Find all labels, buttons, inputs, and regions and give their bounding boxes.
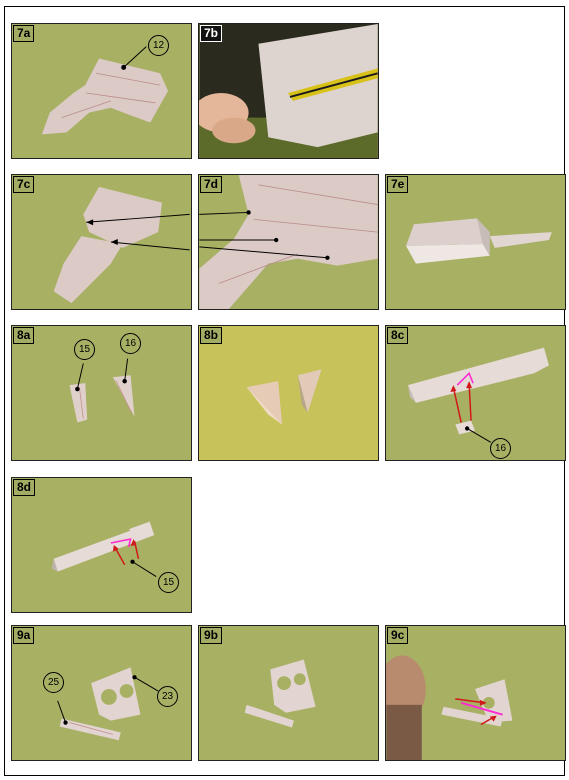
step-8d-photo: 8d 15: [11, 477, 192, 613]
part-number-callout: 16: [490, 438, 511, 459]
step-label: 9c: [387, 627, 409, 644]
step-label: 8b: [200, 327, 223, 344]
step-label: 7d: [200, 176, 223, 193]
part-number-callout: 15: [74, 339, 95, 360]
gluing-parts-23-25-illustration: [386, 626, 565, 760]
step-label: 7e: [387, 176, 409, 193]
folded-fuselage-illustration: [199, 175, 378, 309]
part-number-callout: 25: [43, 672, 64, 693]
step-label: 8d: [13, 479, 36, 496]
part-number-callout: 15: [158, 572, 179, 593]
fin-parts-illustration: [12, 326, 191, 460]
step-label: 7a: [13, 25, 35, 42]
step-7c-photo: 7c: [11, 174, 192, 310]
gluing-closeup-illustration: [199, 24, 378, 158]
folded-fins-illustration: [199, 326, 378, 460]
step-label: 8a: [13, 327, 35, 344]
instruction-sheet: 7a 12 7b 7c: [4, 6, 566, 776]
step-8a-photo: 8a 15 16: [11, 325, 192, 461]
step-7a-photo: 7a 12: [11, 23, 192, 159]
step-7d-photo: 7d: [198, 174, 379, 310]
step-label: 8c: [387, 327, 409, 344]
part-number-callout: 23: [157, 686, 178, 707]
step-7b-photo: 7b: [198, 23, 379, 159]
part-number-callout: 16: [120, 333, 141, 354]
step-9b-photo: 9b: [198, 625, 379, 761]
fin-16-placement-illustration: [386, 326, 565, 460]
step-label: 7c: [13, 176, 35, 193]
step-label: 7b: [200, 25, 223, 42]
step-9c-photo: 9c: [385, 625, 566, 761]
step-7e-photo: 7e: [385, 174, 566, 310]
step-8b-photo: 8b: [198, 325, 379, 461]
step-9a-photo: 9a 25 23: [11, 625, 192, 761]
part-number-callout: 12: [148, 35, 169, 56]
step-8c-photo: 8c 16: [385, 325, 566, 461]
step-label: 9b: [200, 627, 223, 644]
step-label: 9a: [13, 627, 35, 644]
cut-parts-illustration: [12, 175, 191, 309]
assembled-fuselage-illustration: [386, 175, 565, 309]
folded-part-23-illustration: [199, 626, 378, 760]
